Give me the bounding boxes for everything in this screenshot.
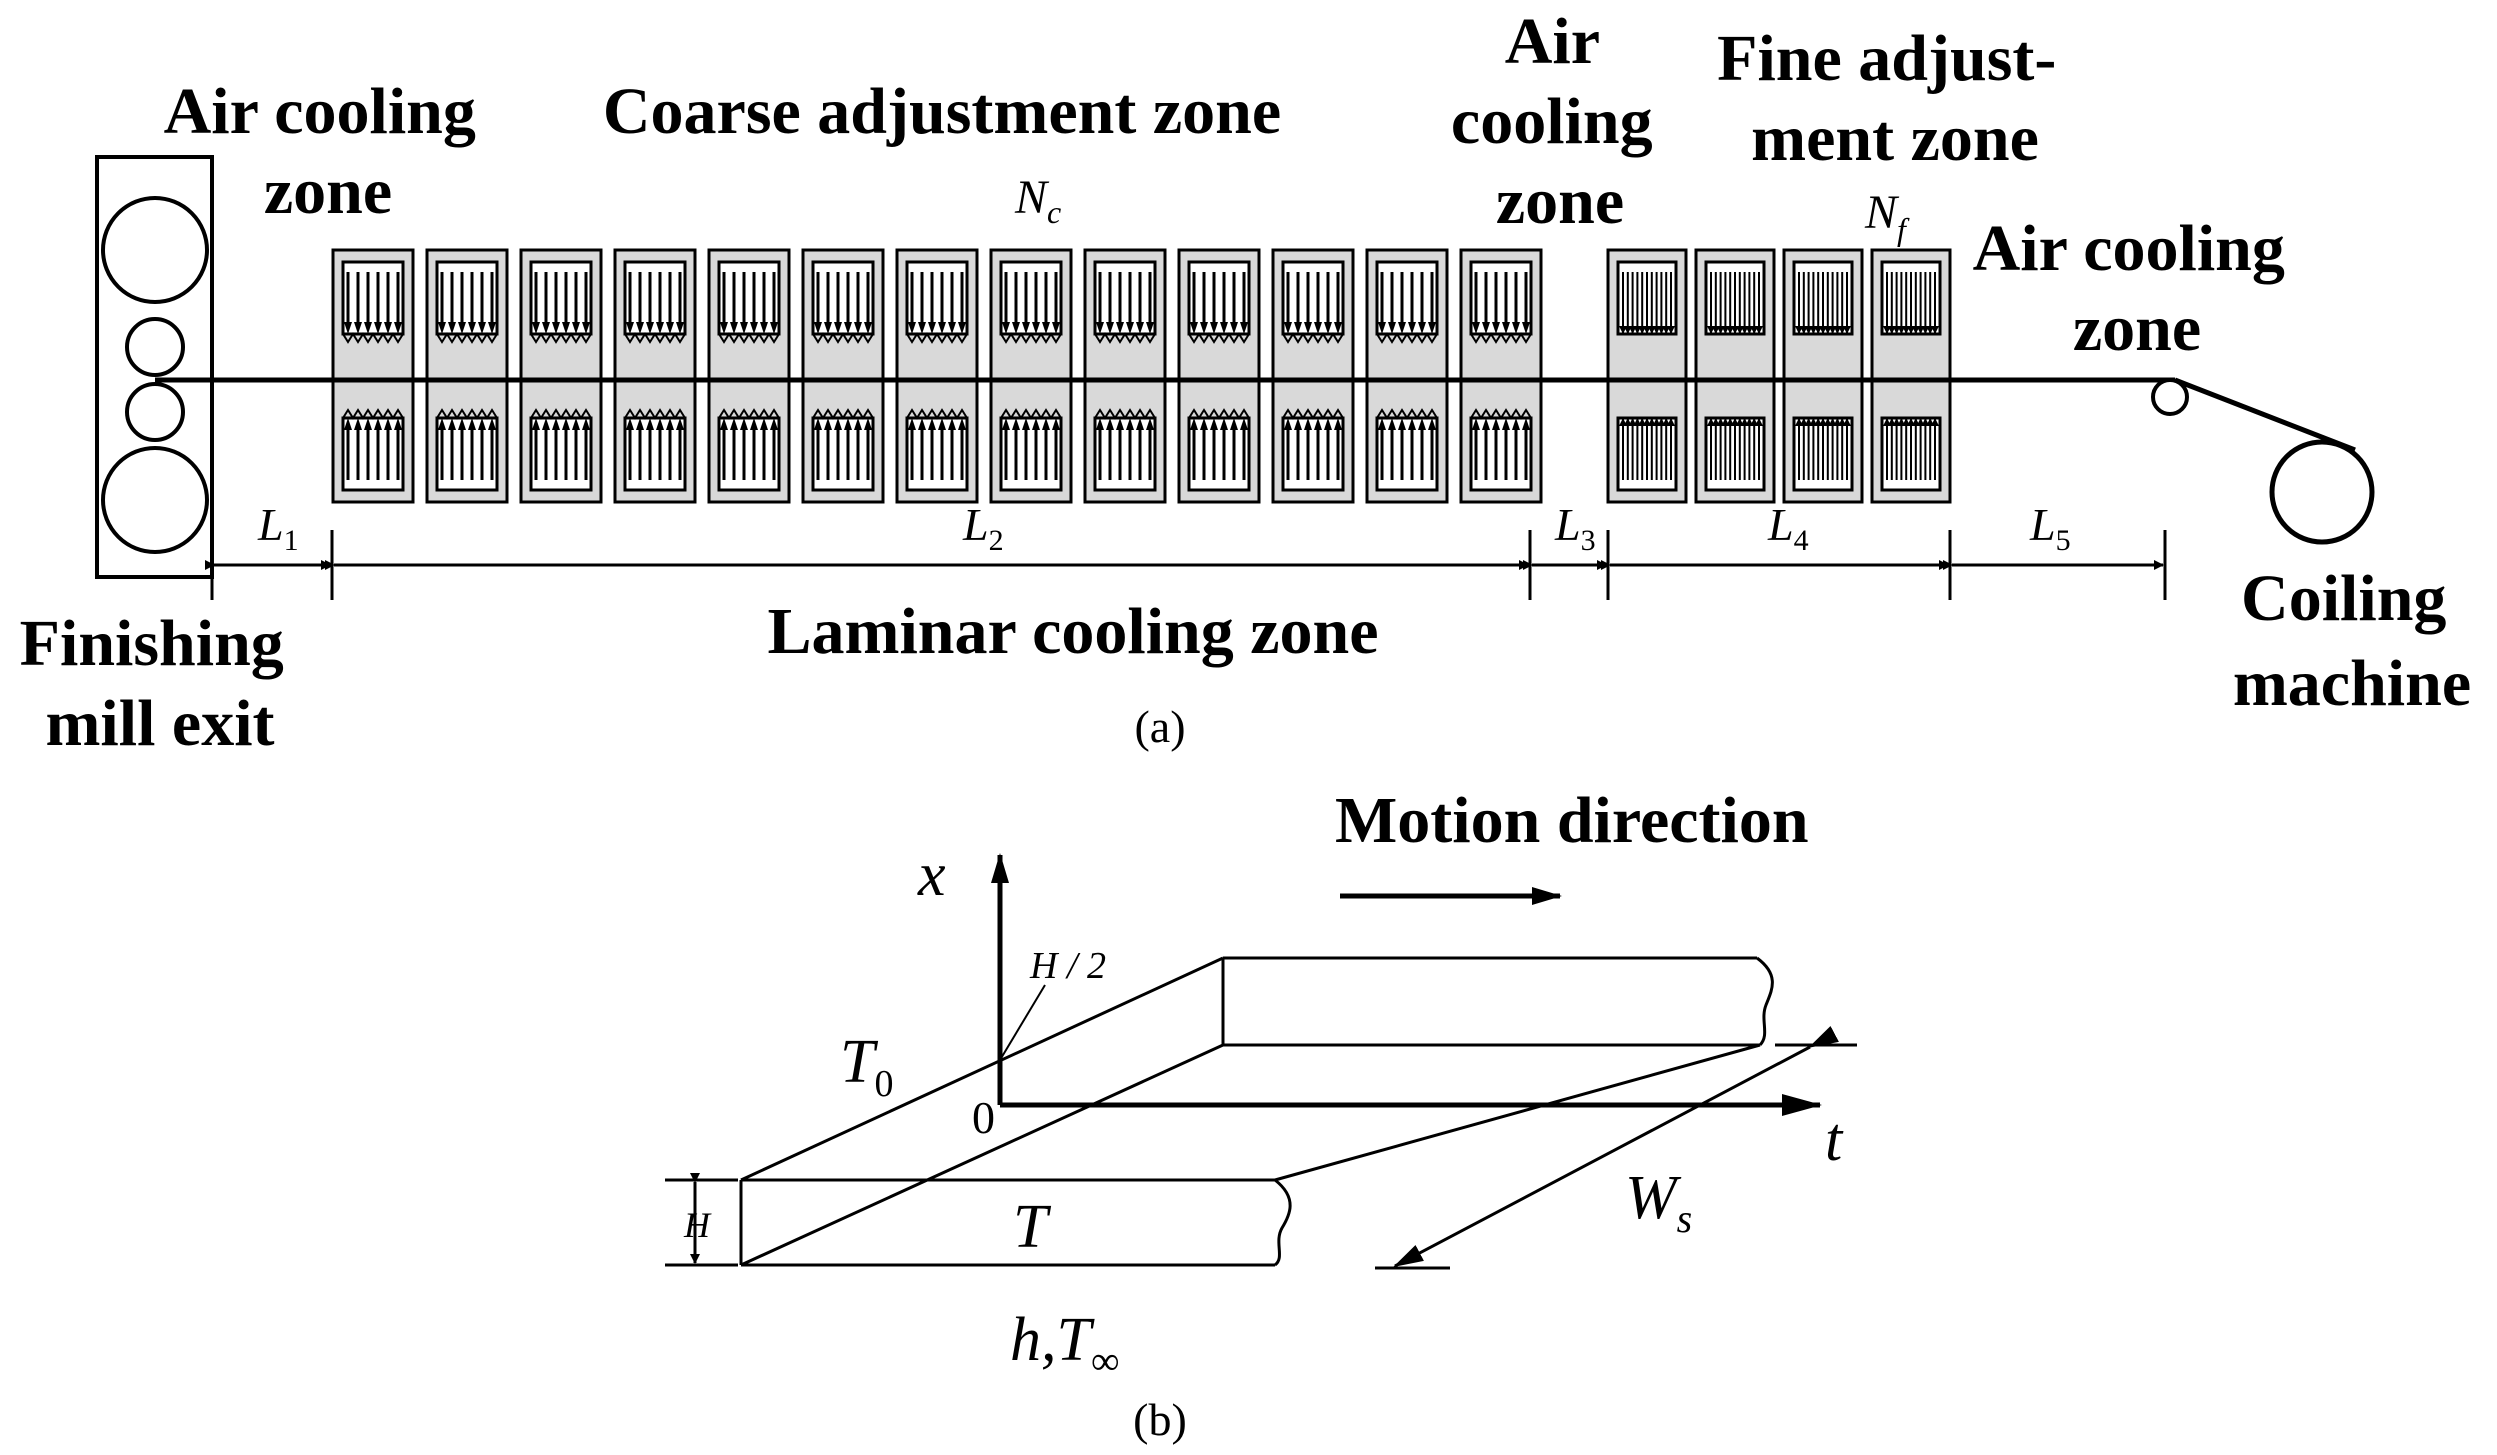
coarse-header-unit: [707, 248, 791, 504]
coarse-header-unit: [1177, 248, 1261, 504]
fine-header-unit: [1606, 248, 1688, 504]
label-h-Tinf: h,T∞: [1010, 1306, 1120, 1383]
figure-a: L1 L2 L3 L4 L5 Nc Nf Air cooling zone Co…: [20, 5, 2471, 760]
label-finishing-mill-exit: Finishing mill exit: [20, 607, 301, 760]
axis-x-label: x: [917, 841, 946, 909]
coarse-header-unit: [425, 248, 509, 504]
fine-header-unit: [1870, 248, 1952, 504]
label-T0: T0: [840, 1028, 893, 1105]
width-dimension: [1375, 1025, 1857, 1270]
caption-a: (a): [1134, 701, 1185, 752]
coarse-header-unit: [1365, 248, 1449, 504]
coarse-header-unit: [613, 248, 697, 504]
label-L1: L1: [257, 499, 299, 557]
label-coiling-machine: Coiling machine: [2233, 562, 2471, 720]
coarse-header-bank: [331, 248, 1543, 504]
label-fine-zone: Fine adjust- ment zone: [1717, 22, 2073, 175]
coarse-header-unit: [989, 248, 1073, 504]
coarse-header-unit: [331, 248, 415, 504]
half-thickness-leader: [999, 984, 1046, 1061]
label-Ws: Ws: [1625, 1164, 1692, 1241]
origin-label: 0: [972, 1092, 995, 1143]
coarse-header-unit: [1083, 248, 1167, 504]
axes: [991, 853, 1822, 1116]
label-L4: L4: [1767, 499, 1809, 557]
half-thickness-label: H / 2: [1029, 945, 1106, 987]
thickness-dimension: [665, 1173, 738, 1267]
label-Nf: Nf: [1864, 186, 1910, 247]
label-air-cooling-zone-1: Air cooling zone: [164, 75, 493, 228]
label-L3: L3: [1554, 499, 1596, 557]
caption-b: (b): [1133, 1394, 1187, 1445]
strip-to-coiler: [2174, 377, 2356, 453]
coarse-header-unit: [801, 248, 885, 504]
slab: [739, 956, 1774, 1267]
label-motion-direction: Motion direction: [1335, 784, 1809, 857]
fine-header-bank: [1606, 248, 1952, 504]
finishing-mill: [95, 155, 214, 579]
coarse-header-unit: [519, 248, 603, 504]
coiler: [2269, 439, 2375, 545]
figure-b: Motion direction x: [665, 784, 1857, 1445]
label-H: H: [683, 1205, 712, 1245]
fine-header-unit: [1694, 248, 1776, 504]
fine-header-unit: [1782, 248, 1864, 504]
axis-t-label: t: [1825, 1106, 1844, 1174]
label-L5: L5: [2029, 499, 2071, 557]
coarse-header-unit: [1459, 248, 1543, 504]
coarse-header-unit: [1271, 248, 1355, 504]
label-air-cooling-zone-2: Air cooling zone: [1451, 5, 1669, 238]
guide-roller: [2151, 378, 2189, 416]
label-coarse-zone: Coarse adjustment zone: [603, 75, 1281, 148]
label-laminar-zone: Laminar cooling zone: [767, 595, 1378, 668]
label-T: T: [1013, 1193, 1052, 1261]
coarse-header-unit: [895, 248, 979, 504]
label-Nc: Nc: [1014, 171, 1061, 230]
label-air-cooling-zone-3: Air cooling zone: [1973, 212, 2302, 365]
label-L2: L2: [962, 499, 1004, 557]
